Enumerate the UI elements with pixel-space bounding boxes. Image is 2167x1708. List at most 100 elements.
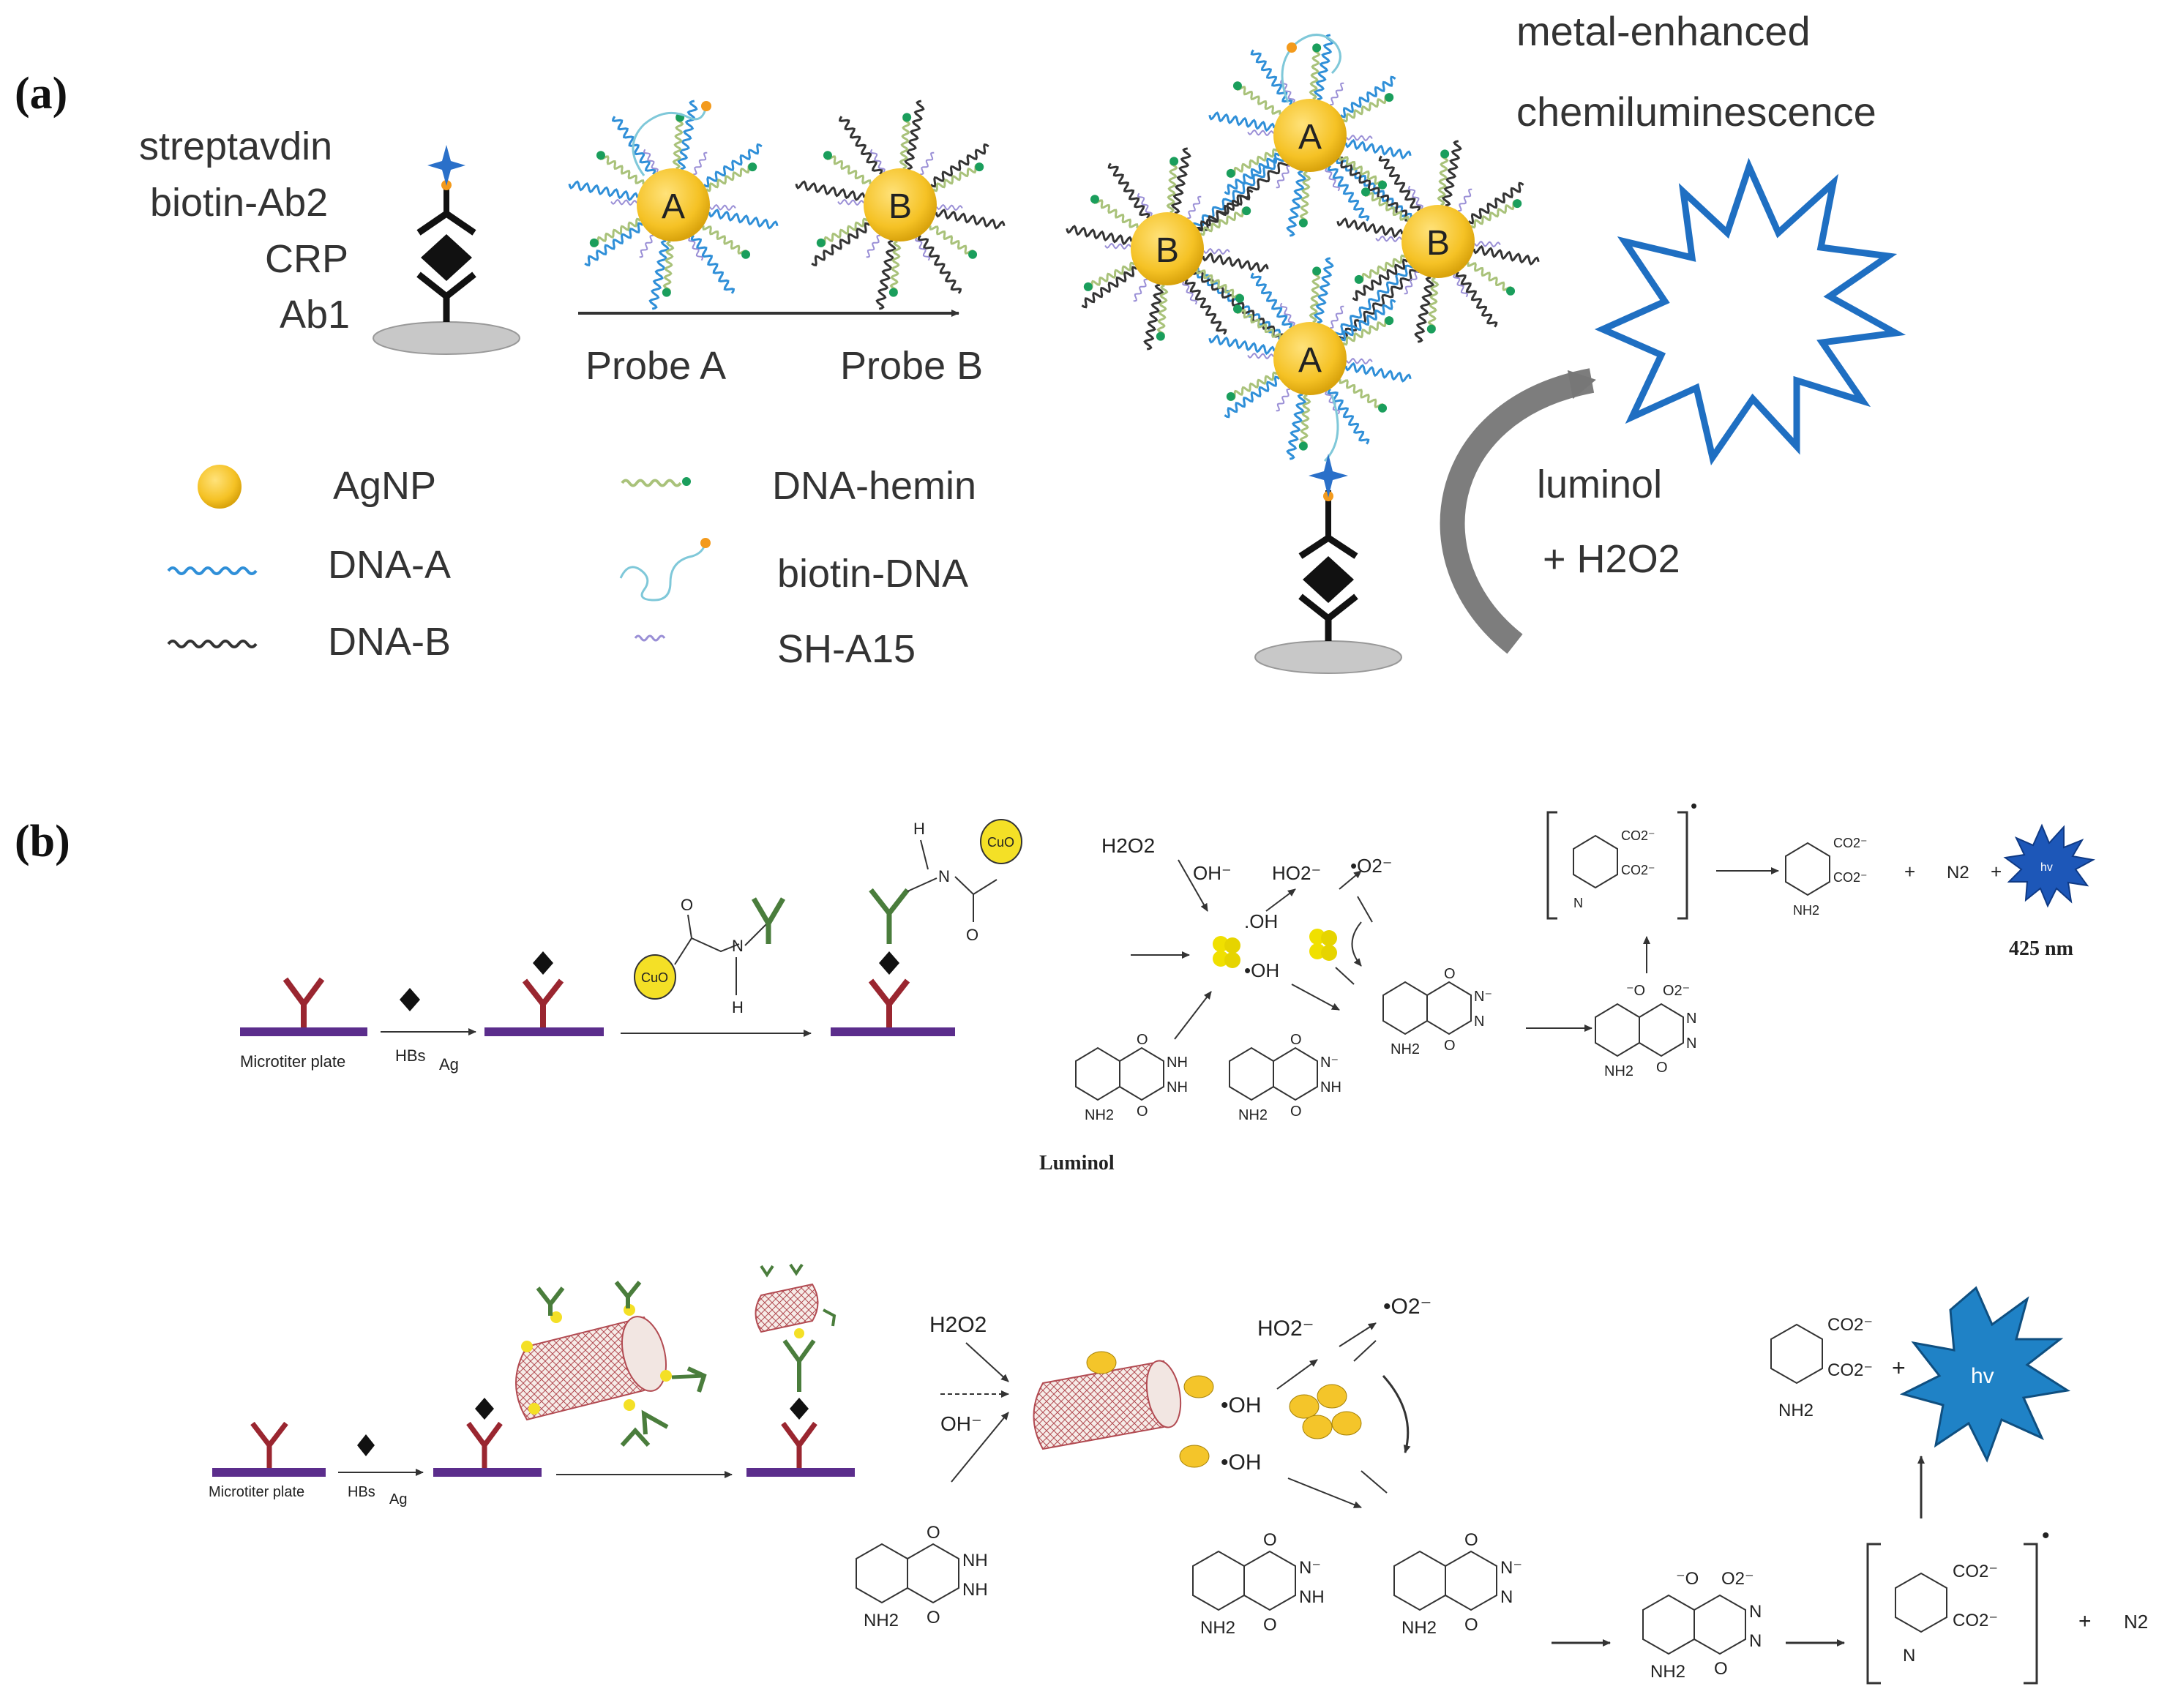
luminol-label: luminol [1537,462,1662,506]
streptavidin-star-icon [427,145,465,186]
row1-plus-1: + [1904,861,1915,883]
row1-cuo-cluster-2 [1309,929,1337,961]
row2-endo-o1: ⁻O [1676,1569,1699,1589]
row1-cuo-label-2: CuO [987,835,1014,850]
row2-n2: N2 [2124,1611,2148,1633]
row1-hv-burst-icon [2003,823,2095,908]
dna-hemin-legend-icon [621,479,682,487]
row1-plus-2: + [1991,861,2002,883]
probe-a-label: Probe A [585,344,726,388]
row2-dia-o2: O [1263,1615,1277,1635]
row1-o-2: O [966,926,978,944]
row2-exc-dot: • [2042,1524,2050,1548]
stack-label-biotin-ab2: biotin-Ab2 [150,181,328,225]
row1-plate-label: Microtiter plate [240,1052,345,1071]
row1-lum-nh1: NH [1167,1055,1188,1071]
row1-endo-n1: N [1686,1011,1696,1027]
row1-dia-o1: O [1290,1032,1302,1048]
row2-lum-o1: O [927,1523,940,1543]
row2-dia-nh2: NH2 [1200,1618,1235,1638]
row2-product-structure: CO2⁻ CO2⁻ NH2 [1770,1315,1873,1420]
row1-exc-co2-1: CO2⁻ [1621,828,1655,843]
row2-exc-co2-2: CO2⁻ [1953,1611,1998,1630]
row1-ho2: HO2⁻ [1272,862,1321,884]
row1-n-2: N [938,867,950,885]
row1-oh-radical-2: •OH [1244,959,1279,981]
legend: AgNP DNA-A DNA-B DNA-hemin biotin-DNA SH… [167,464,976,671]
row2-lum-nh1: NH [962,1551,988,1570]
row1-rad-n1: N⁻ [1474,989,1492,1005]
probe-b-particle: B [795,100,1006,310]
legend-sh-a15: SH-A15 [777,627,916,671]
row1-h-1: H [732,998,744,1016]
row1-o-1: O [681,896,693,914]
row2-o2-radical: •O2⁻ [1383,1295,1431,1319]
dna-b-legend-icon [167,640,258,648]
row2-assay: Microtiter plate HBs Ag [209,1263,855,1507]
row2-endoperoxide-structure: ⁻O O2⁻ N N O NH2 [1642,1569,1762,1682]
row1-antigen-icon [400,988,420,1011]
row2-hbs: HBs [348,1484,375,1500]
row2-endo-o3: O [1714,1659,1728,1679]
stack-labels: streptavdin biotin-Ab2 CRP Ab1 [139,124,350,337]
row2-endo-nh2: NH2 [1650,1662,1685,1682]
row2-rad-o2: O [1464,1615,1478,1635]
row1-assay: Microtiter plate HBs Ag CuO O N H N H [240,819,1022,1074]
row1-endo-o3: O [1656,1060,1668,1076]
stack-label-crp: CRP [265,237,348,281]
row2-rad-nh2: NH2 [1401,1618,1437,1638]
row1-rad-o2: O [1444,1038,1456,1054]
h2o2-label: + H2O2 [1543,537,1680,581]
row1-excited-structure: CO2⁻ CO2⁻ N • [1546,795,1697,920]
row1-oh-radical-1: .OH [1244,910,1278,932]
row1-n2: N2 [1947,863,1969,883]
probe-b-letter: B [888,187,912,226]
row1-dianion-structure: O N⁻ NH O NH2 [1229,1032,1341,1123]
row1-cuo-icon [634,954,676,1000]
row1-hbs: HBs [395,1046,426,1065]
row2-chemistry: H2O2 OH⁻ O NH NH O NH2 •OH •OH HO2⁻ •O2⁻ [856,1286,2148,1685]
row1-rad-n2: N [1474,1014,1484,1030]
row2-hv-burst-icon [1899,1286,2071,1463]
row2-antigen-icon [357,1434,375,1456]
row1-rad-o1: O [1444,966,1456,982]
row1-luminol-structure: O NH NH O NH2 [1075,1032,1188,1123]
row2-hv: hv [1971,1364,1994,1388]
row1-cuo-label: CuO [641,970,668,985]
row1-dia-nh: NH [1320,1079,1341,1095]
panel-b-label: (b) [15,817,70,866]
row1-cuo-cluster-1 [1213,936,1240,968]
mec-line2: chemiluminescence [1516,89,1876,135]
immuno-stack-right [1254,454,1402,674]
row1-ag: Ag [439,1055,459,1074]
row2-excited-structure: CO2⁻ CO2⁻ N • [1866,1524,2050,1685]
row2-ho2: HO2⁻ [1257,1316,1314,1341]
row1-hv: hv [2040,861,2053,874]
row2-nanotube-cuo [1033,1351,1214,1468]
row2-lum-nh2: NH [962,1580,988,1600]
row1-prod-co2-1: CO2⁻ [1833,836,1868,850]
row2-rad-n2: N [1500,1587,1513,1607]
mec-line1: metal-enhanced [1516,8,1811,54]
row1-h2o2: H2O2 [1101,834,1155,857]
row1-endo-nh2: NH2 [1604,1063,1633,1079]
probe-a-letter: A [662,187,685,226]
row2-cuo-cluster [1289,1384,1362,1439]
row1-exc-n: N [1573,896,1583,910]
row2-plus-2: + [1892,1355,1906,1381]
immuno-stack-left [373,145,520,355]
row1-lum-nh2: NH [1167,1079,1188,1095]
row1-o2-radical: •O2⁻ [1350,855,1393,877]
curved-reaction-arrow [1440,368,1596,654]
row1-exc-co2-2: CO2⁻ [1621,863,1655,877]
biotin-dna-legend-icon [619,542,707,602]
row2-dianion-structure: O N⁻ NH O NH2 [1192,1530,1325,1638]
row1-dia-nh2: NH2 [1238,1107,1268,1123]
probe-a-particle: A [568,100,779,310]
row2-luminol-structure: O NH NH O NH2 [856,1523,988,1630]
row2-nanotube-conjugate [515,1281,707,1447]
row1-endo-o1: ⁻O [1626,983,1645,999]
row2-nanotube-small [755,1263,837,1333]
